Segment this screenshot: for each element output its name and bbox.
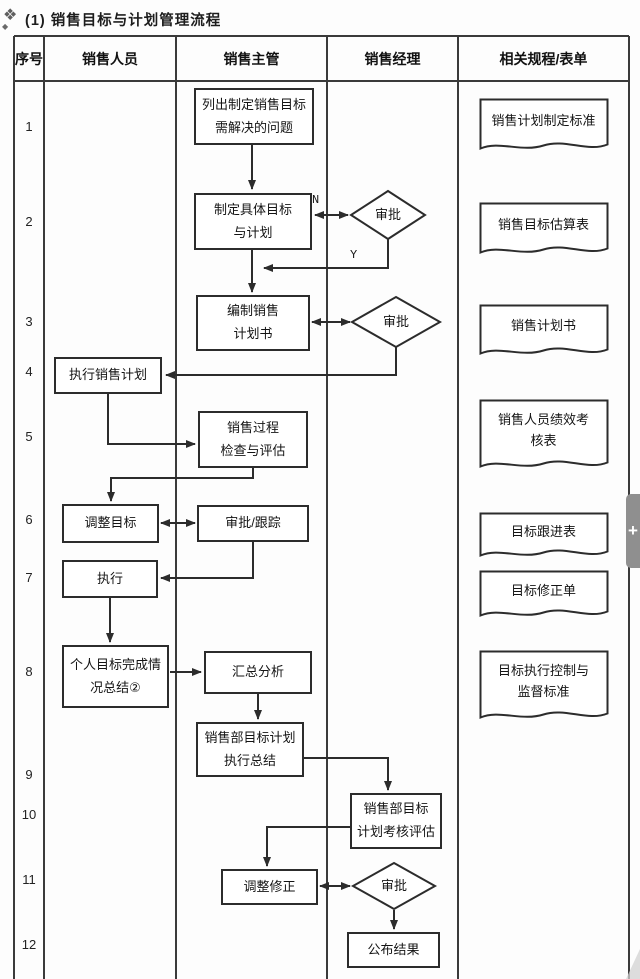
header-sales-staff: 销售人员 <box>82 51 138 67</box>
branch-label-yes: Y <box>350 248 358 262</box>
plus-icon: + <box>628 521 638 540</box>
doc-target-follow-up-form: 目标跟进表 <box>510 523 576 539</box>
corner-artifact <box>626 949 640 979</box>
row-number: 12 <box>21 937 37 952</box>
step-personal-target-summary: 个人目标完成情 况总结② <box>62 645 169 708</box>
doc-target-correction-form: 目标修正单 <box>510 583 576 599</box>
doc-sales-plan-book: 销售计划书 <box>510 318 576 334</box>
step-list-target-problems: 列出制定销售目标 需解决的问题 <box>194 88 314 145</box>
connector <box>263 826 350 867</box>
row-number: 5 <box>25 429 33 444</box>
row-number: 4 <box>25 364 33 379</box>
row-number: 9 <box>25 767 33 782</box>
row-number: 1 <box>25 119 33 134</box>
connector <box>304 757 392 791</box>
step-compile-sales-plan: 编制销售 计划书 <box>196 295 310 351</box>
step-aggregate-analysis: 汇总分析 <box>204 651 312 694</box>
row-number: 3 <box>25 314 33 329</box>
row-number: 7 <box>25 570 33 585</box>
connector <box>263 237 389 272</box>
connector <box>165 347 397 379</box>
step-publish-results: 公布结果 <box>347 932 440 968</box>
decision-shapes <box>349 189 443 911</box>
side-expand-handle[interactable]: + <box>626 494 640 568</box>
header-seq: 序号 <box>15 50 43 67</box>
step-execute: 执行 <box>62 560 158 598</box>
decision-diamond-shape <box>349 189 427 241</box>
decision-diamond-shape <box>349 295 443 349</box>
step-adjust-correct: 调整修正 <box>221 869 318 905</box>
decision-diamond-shape <box>350 861 438 911</box>
document-shape <box>479 98 609 151</box>
row-number: 10 <box>21 807 37 822</box>
step-process-check-evaluate: 销售过程 检查与评估 <box>198 411 308 468</box>
row-number: 8 <box>25 664 33 679</box>
connector <box>107 394 196 448</box>
header-related-forms: 相关规程/表单 <box>499 51 588 67</box>
branch-label-no: N <box>312 193 320 207</box>
step-adjust-target: 调整目标 <box>62 504 159 543</box>
connector <box>107 468 254 502</box>
connector <box>160 542 254 582</box>
step-set-goals-plan: 制定具体目标 与计划 <box>194 193 312 250</box>
header-sales-manager: 销售经理 <box>364 51 421 67</box>
document-shape <box>479 304 609 356</box>
doc-target-estimate-form: 销售目标估算表 <box>497 216 589 232</box>
document-shape <box>479 512 609 558</box>
page-title: (1) 销售目标与计划管理流程 <box>25 13 222 29</box>
doc-target-control-standard: 目标执行控制与 监督标准 <box>497 663 589 699</box>
step-execute-sales-plan: 执行销售计划 <box>54 357 162 394</box>
step-dept-plan-assessment: 销售部目标 计划考核评估 <box>350 793 442 849</box>
decision-approval-1: 审批 <box>374 206 401 222</box>
row-number: 2 <box>25 214 33 229</box>
document-shape <box>479 399 609 469</box>
flow-connectors <box>106 145 398 930</box>
document-shape <box>479 650 609 720</box>
document-shape <box>479 202 609 255</box>
decision-approval-2: 审批 <box>382 313 409 329</box>
page-title-row: ❖◆ (1) 销售目标与计划管理流程 <box>0 6 640 32</box>
document-shapes <box>479 98 609 720</box>
decision-approval-3: 审批 <box>380 877 407 893</box>
diamond-cluster-icon: ❖◆ <box>2 7 18 32</box>
row-number: 6 <box>25 512 33 527</box>
document-shape <box>479 570 609 618</box>
doc-sales-plan-standard: 销售计划制定标准 <box>491 112 596 128</box>
row-number: 11 <box>22 872 36 887</box>
step-approve-track: 审批/跟踪 <box>197 505 309 542</box>
step-dept-plan-execution-summary: 销售部目标计划 执行总结 <box>196 722 304 777</box>
doc-staff-performance-form: 销售人员绩效考 核表 <box>497 412 589 448</box>
header-sales-supervisor: 销售主管 <box>223 51 280 67</box>
